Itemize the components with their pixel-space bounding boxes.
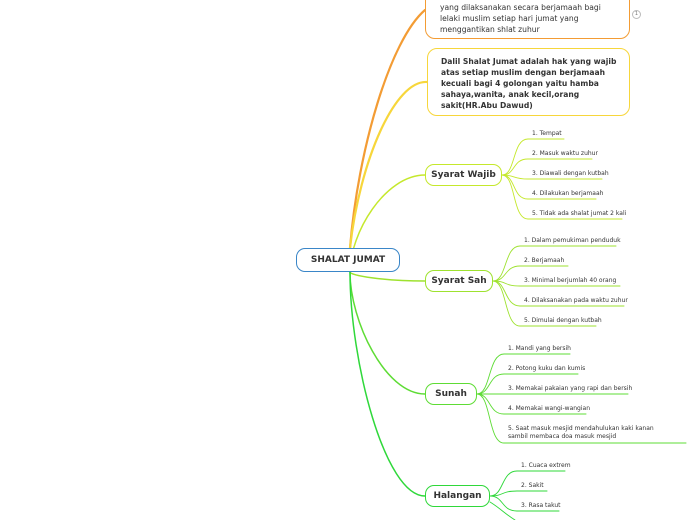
connector-leaf-3-5 — [476, 393, 505, 444]
branch-sunah-label: Sunah — [435, 389, 467, 399]
syarat-sah-item-3[interactable]: 3. Minimal berjumlah 40 orang — [524, 277, 617, 284]
branch-syarat-wajib[interactable]: Syarat Wajib — [425, 164, 502, 186]
connector-leaf-offscreen — [489, 501, 516, 520]
syarat-wajib-item-4[interactable]: 4. Dilakukan berjamaah — [532, 190, 604, 197]
connector-leaf-2-2 — [492, 265, 521, 282]
syarat-wajib-item-3[interactable]: 3. Diawali dengan kutbah — [532, 170, 609, 177]
connector-leaf-3-1 — [476, 353, 505, 395]
dalil-line-3: kecuali bagi 4 golongan yaitu hamba — [441, 79, 599, 88]
definition-line-1: yang dilaksanakan secara berjamaah bagi — [440, 3, 601, 12]
definition-line-2: lelaki muslim setiap hari jumat yang — [440, 14, 579, 23]
root-node[interactable]: SHALAT JUMAT — [296, 248, 400, 272]
dalil-line-4: sahaya,wanita, anak kecil,orang — [441, 90, 580, 99]
sunah-item-4[interactable]: 4. Memakai wangi-wangian — [508, 405, 591, 412]
connector-dalil — [348, 80, 429, 250]
branch-syarat-sah[interactable]: Syarat Sah — [425, 270, 493, 292]
syarat-wajib-item-2[interactable]: 2. Masuk waktu zuhur — [532, 150, 598, 157]
dalil-note[interactable]: Dalil Shalat Jumat adalah hak yang wajib… — [427, 48, 630, 116]
connector-branch-4 — [349, 271, 426, 497]
dalil-line-1: Dalil Shalat Jumat adalah hak yang wajib — [441, 57, 617, 66]
sunah-item-3[interactable]: 3. Memakai pakaian yang rapi dan bersih — [508, 385, 633, 392]
connector-leaf-1-2 — [501, 158, 529, 176]
branch-halangan[interactable]: Halangan — [425, 485, 490, 507]
syarat-sah-item-5[interactable]: 5. Dimulai dengan kutbah — [524, 317, 602, 324]
connector-leaf-4-3 — [489, 495, 518, 512]
syarat-sah-item-1[interactable]: 1. Dalam pemukiman penduduk — [524, 237, 621, 244]
syarat-sah-item-4[interactable]: 4. Dilaksanakan pada waktu zuhur — [524, 297, 628, 304]
syarat-wajib-item-5[interactable]: 5. Tidak ada shalat jumat 2 kali — [532, 210, 627, 217]
branch-sunah[interactable]: Sunah — [425, 383, 477, 405]
root-label: SHALAT JUMAT — [310, 255, 386, 265]
connector-definition — [348, 8, 427, 250]
halangan-item-3[interactable]: 3. Rasa takut — [521, 502, 561, 509]
connector-leaf-4-1 — [489, 470, 518, 497]
branch-syarat-wajib-label: Syarat Wajib — [431, 170, 496, 180]
sunah-item-5[interactable]: 5. Saat masuk mesjid mendahulukan kaki k… — [508, 425, 654, 440]
sunah-item-1[interactable]: 1. Mandi yang bersih — [508, 345, 571, 352]
dalil-line-2: atas setiap muslim dengan berjamaah — [441, 68, 605, 77]
connector-leaf-1-1 — [501, 138, 529, 176]
connector-leaf-3-2 — [476, 373, 505, 395]
connector-leaf-1-5 — [501, 174, 529, 220]
halangan-item-2[interactable]: 2. Sakit — [521, 482, 544, 489]
branch-halangan-label: Halangan — [433, 491, 482, 501]
note-count-badge[interactable]: 1 — [632, 10, 641, 19]
dalil-line-5: sakit(HR.Abu Dawud) — [441, 101, 533, 110]
definition-line-3: menggantikan shlat zuhur — [440, 25, 540, 34]
connector-leaf-2-1 — [492, 245, 521, 282]
connector-branch-2 — [349, 271, 426, 282]
branch-syarat-sah-label: Syarat Sah — [431, 276, 487, 286]
connector-leaf-2-4 — [492, 280, 521, 307]
syarat-wajib-item-1[interactable]: 1. Tempat — [532, 130, 562, 137]
sunah-item-2[interactable]: 2. Potong kuku dan kumis — [508, 365, 586, 372]
connector-leaf-3-4 — [476, 393, 505, 415]
connector-branch-3 — [349, 271, 426, 395]
syarat-sah-item-2[interactable]: 2. Berjamaah — [524, 257, 565, 264]
halangan-item-1[interactable]: 1. Cuaca extrem — [521, 462, 571, 469]
connector-leaf-2-5 — [492, 280, 521, 327]
definition-note[interactable]: yang dilaksanakan secara berjamaah bagi … — [425, 0, 630, 39]
